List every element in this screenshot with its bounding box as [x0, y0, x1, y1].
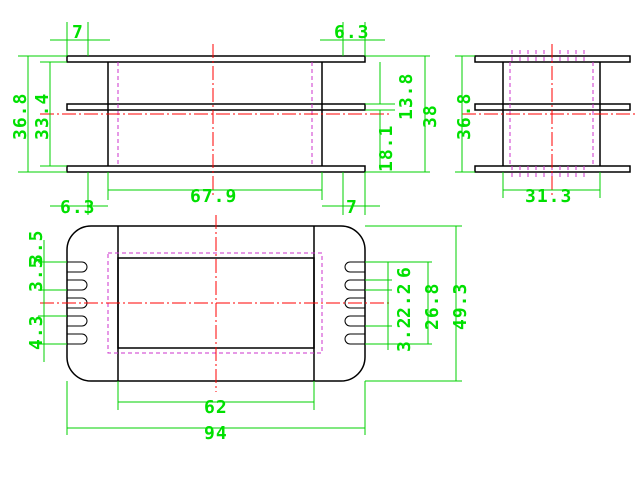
dim-top-right: 6.3 — [334, 22, 370, 43]
top-view: 3.5 3.5 4.3 6 2.2 3.2 26.8 49.3 62 94 — [26, 215, 471, 444]
dim-bottom-left: 6.3 — [60, 197, 96, 218]
dim-height-outer: 36.8 — [10, 93, 31, 140]
side-dim-height: 36.8 — [454, 93, 475, 140]
side-dim-width: 31.3 — [525, 186, 572, 207]
side-view: 36.8 31.3 — [454, 44, 636, 207]
dim-height-inner: 33.4 — [32, 93, 53, 140]
dim-right-c: 38 — [420, 104, 441, 128]
top-dim-left-b: 3.5 — [26, 256, 47, 292]
dim-right-a: 13.8 — [396, 73, 417, 120]
top-dim-inner-width: 62 — [204, 397, 228, 418]
dim-width: 67.9 — [190, 186, 237, 207]
top-dim-left-a: 3.5 — [26, 229, 47, 265]
dim-right-b: 18.1 — [376, 125, 397, 172]
top-dim-right-e: 49.3 — [450, 283, 471, 330]
top-dim-left-c: 4.3 — [26, 314, 47, 350]
bottom-flange — [66, 165, 366, 173]
dim-top-left: 7 — [72, 22, 84, 43]
top-dim-right-d: 26.8 — [422, 283, 443, 330]
top-dim-right-b: 2.2 — [394, 282, 415, 318]
dim-bottom-right: 7 — [346, 197, 358, 218]
middle-flange — [66, 103, 366, 111]
top-flange — [66, 55, 366, 63]
top-dim-outer-width: 94 — [204, 423, 228, 444]
top-dim-right-c: 3.2 — [394, 316, 415, 352]
front-view: 7 6.3 36.8 33.4 13.8 18.1 38 — [10, 22, 441, 218]
top-dim-right-a: 6 — [394, 266, 415, 278]
right-pin-slots — [344, 261, 365, 345]
